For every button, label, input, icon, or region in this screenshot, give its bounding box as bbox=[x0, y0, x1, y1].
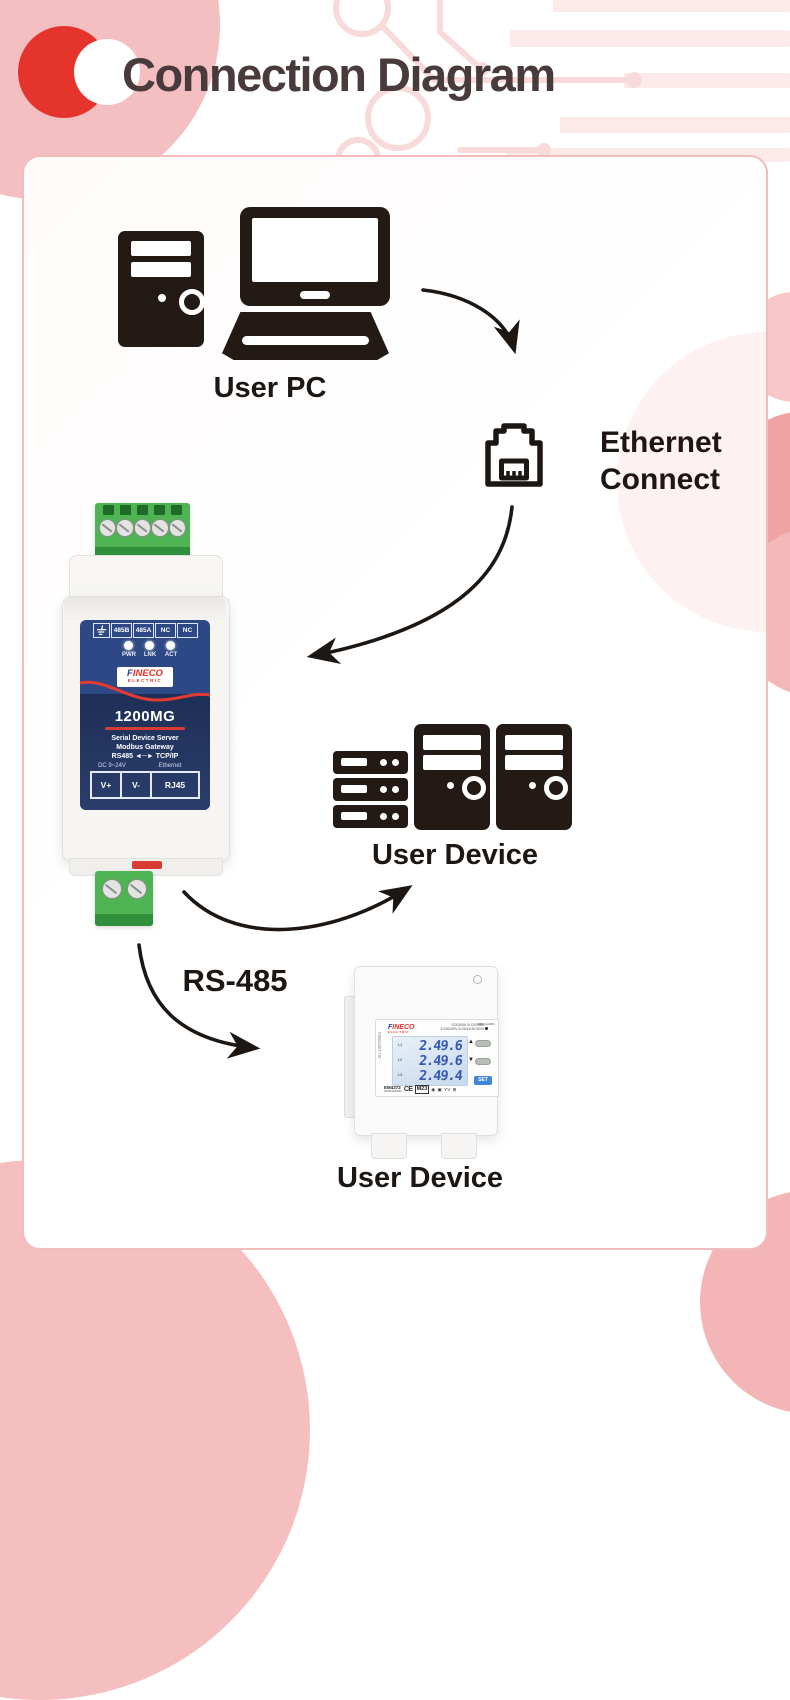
deco-stripe bbox=[624, 73, 790, 88]
gateway-body-top bbox=[69, 555, 223, 602]
desc-line: Serial Device Server bbox=[111, 735, 179, 742]
meter-lcd: L1 2.49.6 L2 2.49.6 L3 2.49.4 bbox=[392, 1036, 468, 1086]
user-device-meter-label: User Device bbox=[336, 1162, 504, 1194]
desc-line: Modbus Gateway bbox=[116, 744, 174, 751]
title-white-circle bbox=[74, 39, 140, 105]
page-title: Connection Diagram bbox=[122, 48, 556, 101]
brand-letter: F bbox=[388, 1024, 393, 1031]
led-label: PWR bbox=[122, 652, 136, 658]
terminal-label: NC bbox=[177, 623, 198, 638]
meter-spec-text: G25-505A 3×120/208V 3×230/400V 3×240/415… bbox=[422, 1023, 484, 1031]
ethernet-port-icon bbox=[485, 423, 543, 487]
phase-label: L2 bbox=[398, 1058, 403, 1062]
ground-icon bbox=[93, 623, 110, 638]
user-device-servers-label: User Device bbox=[371, 839, 539, 871]
ports-row: V+ V- RJ45 bbox=[90, 771, 200, 799]
ethernet-port-label: Ethernet bbox=[158, 763, 182, 769]
certification-icons: ◉ ▣ YV ⊞ bbox=[431, 1086, 457, 1092]
terminal-label: NC bbox=[155, 623, 176, 638]
spec-line: 3×230/400V 3×240/415V 50Hz bbox=[440, 1027, 484, 1031]
server-tower-icon bbox=[414, 724, 490, 830]
ce-mark: CE bbox=[403, 1086, 413, 1093]
meter-button-down bbox=[475, 1058, 491, 1065]
meter-screw bbox=[473, 975, 482, 984]
meter-foot bbox=[371, 1133, 407, 1159]
meter-serial: Sn.23070004 bbox=[377, 1032, 382, 1059]
set-button: SET bbox=[474, 1076, 492, 1085]
deco-stripe bbox=[553, 0, 790, 12]
red-wave-line bbox=[80, 680, 210, 702]
gateway-red-tab bbox=[132, 861, 162, 869]
brand-sub-text: ELECTRIC bbox=[127, 677, 163, 683]
terminal-label: 485B bbox=[111, 623, 132, 638]
laptop-icon bbox=[222, 207, 390, 362]
serial-gateway-device: 485B 485A NC NC PWR LNK ACT FINECO ELECT… bbox=[62, 503, 230, 935]
led-label: LNK bbox=[143, 652, 157, 658]
meter-model-sub: 0036/A08041 bbox=[384, 1089, 402, 1094]
up-arrow-icon: ▲ bbox=[468, 1039, 474, 1045]
gateway-model: 1200MG bbox=[114, 708, 176, 725]
model-underline bbox=[105, 727, 185, 730]
port-vplus: V+ bbox=[91, 772, 121, 798]
link-led bbox=[145, 641, 154, 650]
rs485-label: RS-485 bbox=[182, 963, 288, 998]
terminal-block-bottom bbox=[95, 871, 153, 926]
power-led bbox=[124, 641, 133, 650]
desc-line: RS485 ◄─► TCP/IP bbox=[111, 753, 179, 760]
energy-meter-device: FINECO ELECTRIC G25-505A 3×120/208V 3×23… bbox=[344, 966, 506, 1162]
gateway-front-panel: 485B 485A NC NC PWR LNK ACT FINECO ELECT… bbox=[80, 620, 210, 810]
meter-imp-label: 1000imp/kWh bbox=[475, 1022, 497, 1030]
power-label: DC 9~24V bbox=[98, 763, 126, 769]
phase-label: L1 bbox=[398, 1043, 403, 1047]
terminal-labels-row: 485B 485A NC NC bbox=[93, 623, 198, 638]
gateway-description: Serial Device Server Modbus Gateway RS48… bbox=[80, 734, 210, 761]
lcd-value: 2.49.6 bbox=[418, 1038, 463, 1054]
terminal-block-top bbox=[95, 503, 190, 557]
arrow-pc-to-ethernet bbox=[421, 288, 520, 355]
brand-text: INECO bbox=[132, 668, 163, 679]
meter-brand-logo: FINECO ELECTRIC bbox=[388, 1024, 414, 1034]
desktop-tower-icon bbox=[118, 231, 205, 347]
meter-foot bbox=[441, 1133, 477, 1159]
led-label: ACT bbox=[164, 652, 178, 658]
ethernet-label-line2: Connect bbox=[600, 463, 720, 496]
phase-label: L3 bbox=[398, 1073, 403, 1077]
meter-button-up bbox=[475, 1040, 491, 1047]
lcd-value: 2.49.4 bbox=[418, 1068, 463, 1084]
ethernet-label-line1: Ethernet bbox=[600, 426, 722, 459]
deco-stripe bbox=[560, 117, 790, 133]
port-vminus: V- bbox=[121, 772, 151, 798]
ethernet-connect-label: Ethernet Connect bbox=[600, 424, 722, 498]
meter-body: FINECO ELECTRIC G25-505A 3×120/208V 3×23… bbox=[354, 966, 499, 1159]
arrow-ethernet-to-gateway bbox=[306, 505, 514, 664]
gateway-body-step bbox=[64, 597, 226, 623]
meter-model: EM4372 bbox=[384, 1084, 401, 1090]
lcd-value: 2.49.6 bbox=[418, 1053, 463, 1069]
server-rack-icon bbox=[333, 751, 408, 829]
brand-text: INECO bbox=[392, 1024, 415, 1031]
spec-line: G25-505A 3×120/208V bbox=[451, 1023, 484, 1027]
user-pc-label: User PC bbox=[213, 372, 327, 404]
down-arrow-icon: ▼ bbox=[468, 1057, 474, 1063]
approval-mark: M23 bbox=[414, 1085, 430, 1094]
deco-stripe bbox=[510, 30, 790, 47]
terminal-label: 485A bbox=[133, 623, 154, 638]
brand-letter: F bbox=[127, 668, 133, 679]
port-rj45: RJ45 bbox=[151, 772, 199, 798]
brand-sub-text: ELECTRIC bbox=[388, 1030, 410, 1034]
meter-panel: FINECO ELECTRIC G25-505A 3×120/208V 3×23… bbox=[375, 1019, 499, 1097]
server-tower-icon bbox=[496, 724, 572, 830]
fineco-logo: FINECO ELECTRIC bbox=[117, 667, 173, 687]
activity-led bbox=[166, 641, 175, 650]
